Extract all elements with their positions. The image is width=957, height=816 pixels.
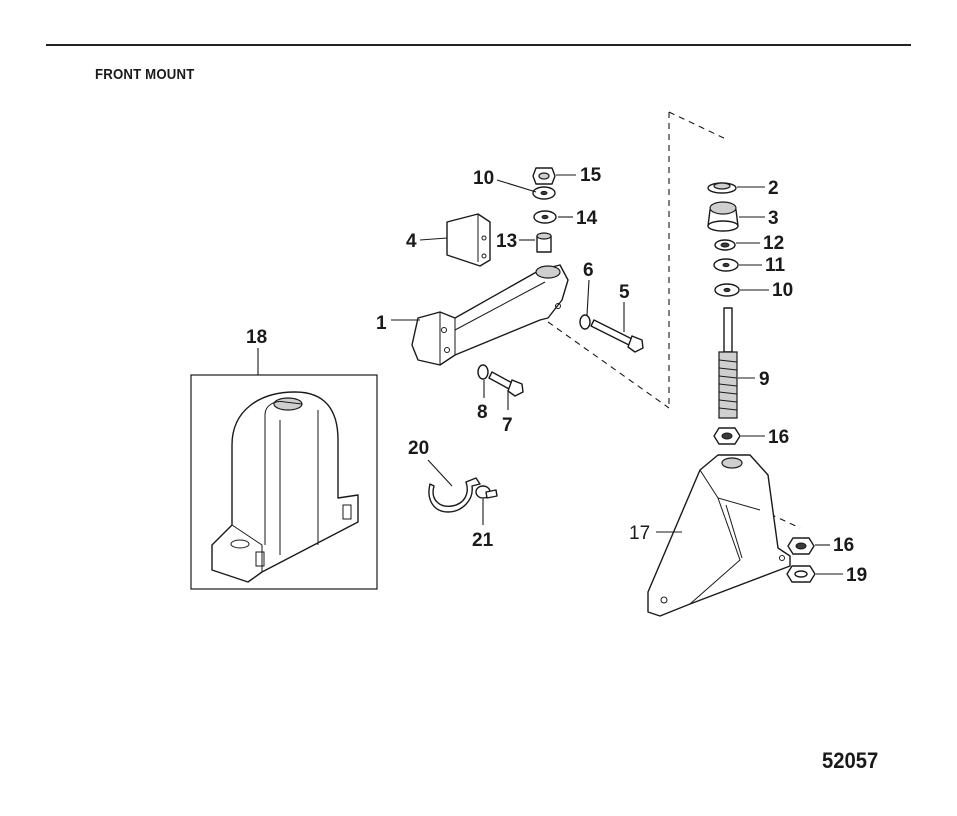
- section-title: FRONT MOUNT: [95, 66, 195, 83]
- callout-5: 5: [619, 282, 630, 303]
- part-2-cap: [707, 182, 737, 194]
- part-1-bracket-arm: [411, 264, 569, 366]
- callout-12: 12: [763, 233, 784, 254]
- part-5-bolt: [590, 319, 644, 353]
- callout-16-lower: 16: [833, 535, 854, 556]
- part-21-screw: [475, 485, 498, 499]
- figure-number: 52057: [822, 748, 879, 773]
- part-6-washer: [579, 314, 591, 330]
- callout-6: 6: [583, 260, 594, 281]
- callout-15: 15: [580, 165, 602, 186]
- part-11-washer: [713, 258, 739, 272]
- callout-16-upper: 16: [768, 427, 789, 448]
- callout-labels: 1 2 3 4 5 6 7 8 9 10 10 11 12 13 14 15 1…: [246, 165, 867, 586]
- part-17-pedestal: [647, 454, 791, 617]
- callout-18: 18: [246, 327, 267, 348]
- part-9-stud: [718, 307, 738, 419]
- top-rule: [46, 44, 911, 46]
- part-12-washer: [714, 239, 736, 251]
- callout-10-upper: 10: [473, 168, 494, 189]
- leader-lines: [257, 174, 843, 575]
- part-10-washer-upper: [532, 186, 556, 200]
- callout-8: 8: [477, 402, 488, 423]
- callout-10-right: 10: [772, 280, 793, 301]
- part-14-washer: [533, 210, 557, 224]
- part-19-nut: [786, 565, 816, 583]
- part-18-inset: [190, 374, 378, 590]
- callout-11: 11: [765, 255, 786, 276]
- callout-1: 1: [376, 313, 387, 334]
- callout-7: 7: [502, 415, 513, 436]
- part-8-washer: [477, 364, 489, 380]
- callout-21: 21: [472, 530, 494, 551]
- part-13-spacer: [536, 232, 552, 253]
- part-15-nut: [532, 167, 556, 185]
- part-16-nut-lower: [787, 537, 815, 555]
- part-10-washer-right: [714, 283, 740, 297]
- callout-3: 3: [768, 208, 779, 229]
- callout-20: 20: [408, 438, 429, 459]
- part-16-nut-upper: [713, 427, 741, 445]
- part-3-bushing: [707, 201, 739, 232]
- callout-2: 2: [768, 178, 779, 199]
- callout-17: 17: [629, 523, 650, 544]
- callout-14: 14: [576, 208, 598, 229]
- callout-19: 19: [846, 565, 867, 586]
- callout-13: 13: [496, 231, 517, 252]
- part-20-clamp: [428, 477, 481, 513]
- part-7-bolt: [488, 371, 524, 397]
- callout-9: 9: [759, 369, 770, 390]
- part-4-plate: [446, 213, 491, 267]
- callout-4: 4: [406, 231, 417, 252]
